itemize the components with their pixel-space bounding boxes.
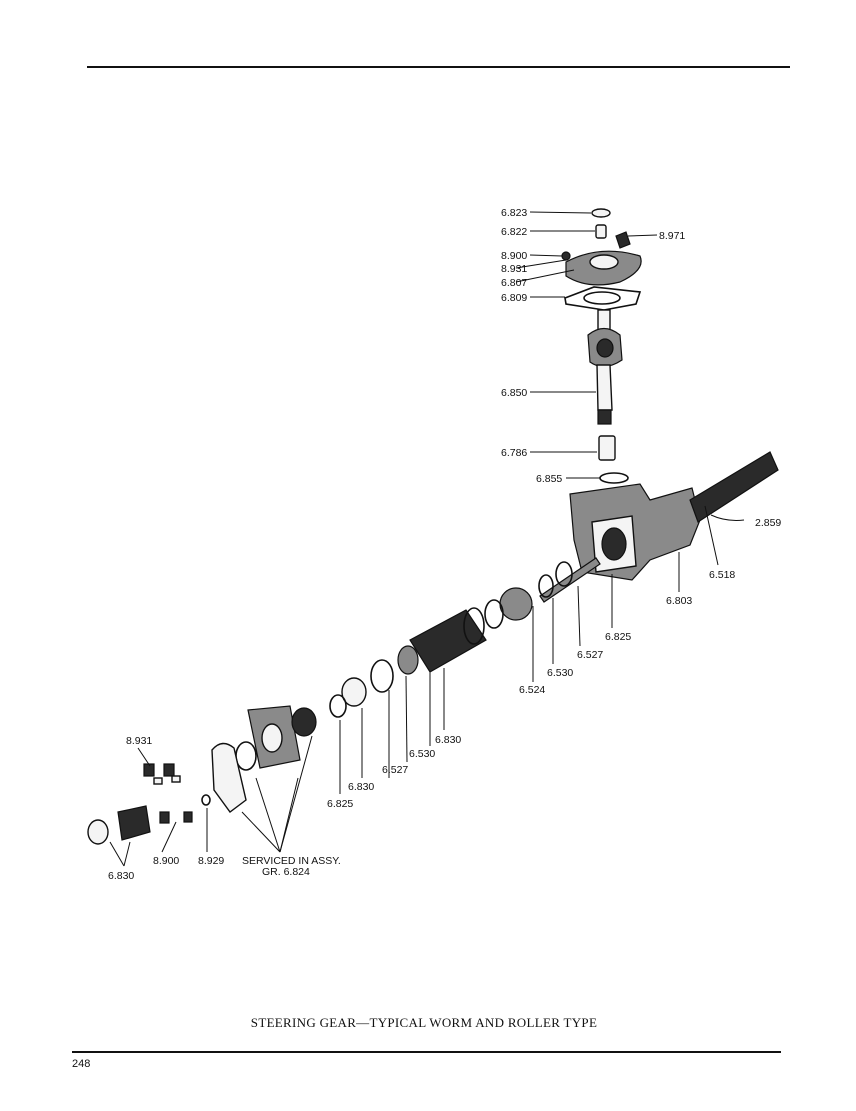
- part-cap-6830-left: [87, 819, 109, 845]
- part-race-6527-right: [555, 561, 573, 587]
- part-seal-6855: [599, 472, 629, 484]
- callout-6830-mid: 6.830: [435, 734, 461, 746]
- callout-6825-right: 6.825: [605, 631, 631, 643]
- part-fitting-8971: [615, 231, 631, 249]
- part-gasket-end: [235, 741, 257, 771]
- figure-caption: STEERING GEAR—TYPICAL WORM AND ROLLER TY…: [251, 1015, 597, 1030]
- callout-6830-left: 6.830: [108, 870, 134, 882]
- callout-8900-left: 8.900: [153, 855, 179, 867]
- top-rule: [87, 66, 790, 68]
- callout-6530-right: 6.530: [547, 667, 573, 679]
- callout-8971: 8.971: [659, 230, 685, 242]
- part-cover-boss: [589, 254, 619, 270]
- callout-6786: 6.786: [501, 447, 527, 459]
- part-tube-6518: [689, 451, 779, 523]
- callout-8900-top: 8.900: [501, 250, 527, 262]
- part-worm-shaft: [539, 557, 601, 603]
- part-end-cover: [211, 742, 247, 813]
- callout-6803: 6.803: [666, 595, 692, 607]
- part-bearing-end: [291, 707, 317, 737]
- callout-labels: 6.823 6.822 8.971 8.900 8.931 6.807 6.80…: [108, 207, 781, 882]
- callout-6518: 6.518: [709, 569, 735, 581]
- callout-6825-low: 6.825: [327, 798, 353, 810]
- callout-6524: 6.524: [519, 684, 545, 696]
- part-bolts-8900-left: [159, 811, 193, 824]
- part-ring-6830-low: [341, 677, 367, 707]
- callout-6855: 6.855: [536, 473, 562, 485]
- part-bushing-6786: [598, 435, 616, 461]
- part-roller-center: [596, 338, 614, 358]
- callout-6822: 6.822: [501, 226, 527, 238]
- leader-lines: [109, 211, 745, 867]
- part-worm-gear: [499, 587, 533, 621]
- part-jacket-6830: [409, 609, 487, 673]
- parts-drawing: [87, 208, 779, 845]
- part-cap-6823: [591, 208, 611, 218]
- callout-6850: 6.850: [501, 387, 527, 399]
- callout-serviced-line1: SERVICED IN ASSY.: [242, 855, 341, 867]
- callout-2859: 2.859: [755, 517, 781, 529]
- part-shaft-6850-stem: [596, 364, 613, 411]
- callout-serviced-line2: GR. 6.824: [262, 866, 310, 878]
- callout-6830-low: 6.830: [348, 781, 374, 793]
- callout-6809: 6.809: [501, 292, 527, 304]
- callout-8931-left: 8.931: [126, 735, 152, 747]
- callout-8931-top: 8.931: [501, 263, 527, 275]
- part-ring-6527-mid: [370, 659, 394, 693]
- callout-8929: 8.929: [198, 855, 224, 867]
- callout-6530-mid: 6.530: [409, 748, 435, 760]
- part-ring-6825-low: [329, 694, 347, 718]
- part-cup-6530-right: [538, 574, 554, 598]
- page-number: 248: [72, 1058, 90, 1070]
- bottom-rule: [72, 1051, 781, 1053]
- part-gasket-6809: [564, 286, 642, 311]
- callout-6823: 6.823: [501, 207, 527, 219]
- part-jacket-cup: [397, 645, 419, 675]
- part-washer-8929: [201, 794, 211, 806]
- part-bolts-8931-left: [143, 763, 181, 785]
- part-end-plate-hole: [261, 723, 283, 753]
- part-plug-6822: [595, 224, 607, 239]
- callout-6527-mid: 6.527: [382, 764, 408, 776]
- part-housing-bore: [601, 527, 627, 561]
- part-bearing-6524: [484, 599, 504, 629]
- part-shaft-6850-spline: [597, 409, 612, 425]
- callout-6807: 6.807: [501, 277, 527, 289]
- part-gasket-hole: [583, 291, 621, 305]
- callout-6527-right: 6.527: [577, 649, 603, 661]
- part-bolt-8900-top: [561, 251, 571, 261]
- part-sleeve-6830-left: [117, 805, 151, 841]
- part-jacket-end: [463, 607, 485, 645]
